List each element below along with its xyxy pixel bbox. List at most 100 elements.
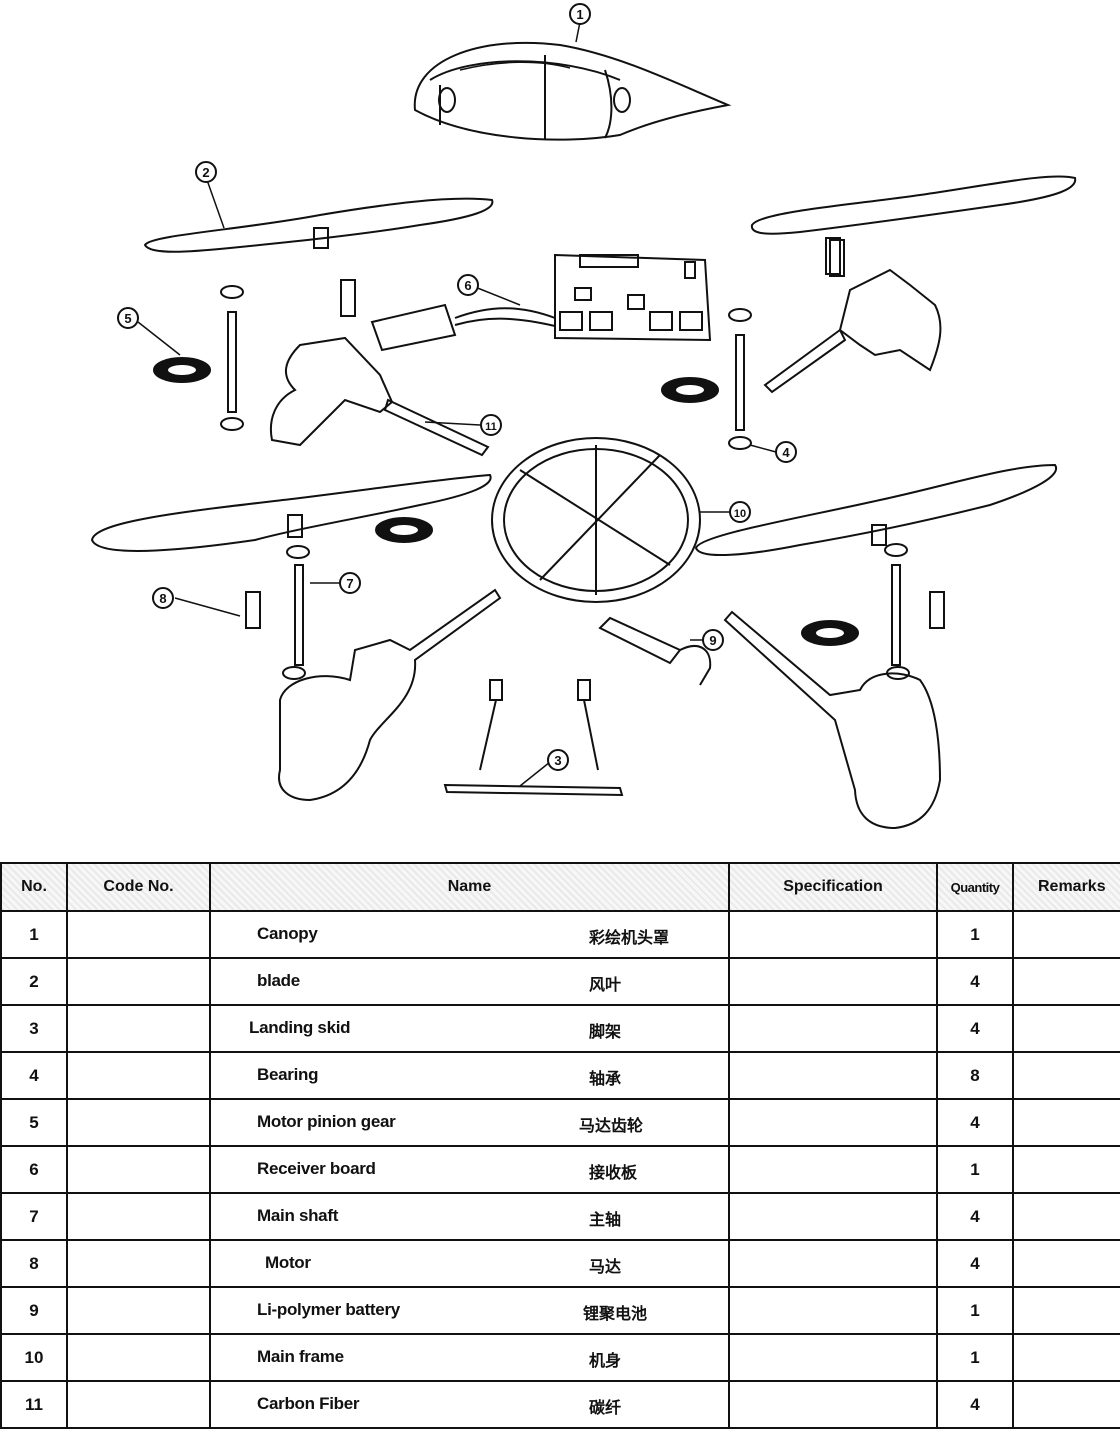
row-no: 4 <box>0 1051 68 1100</box>
row-name: Motor 马达 <box>209 1239 730 1288</box>
row-qty: 1 <box>936 1286 1014 1335</box>
row-remarks <box>1012 1192 1120 1241</box>
header-specification: Specification <box>728 862 938 912</box>
header-quantity: Quantity <box>936 862 1014 912</box>
callout-2: 2 <box>195 161 217 183</box>
row-no: 11 <box>0 1380 68 1429</box>
row-remarks <box>1012 957 1120 1006</box>
svg-text:1: 1 <box>576 7 583 22</box>
name-chinese: 接收板 <box>589 1163 638 1182</box>
row-remarks <box>1012 1051 1120 1100</box>
row-remarks <box>1012 1098 1120 1147</box>
svg-text:4: 4 <box>782 445 790 460</box>
row-name: Canopy 彩绘机头罩 <box>209 910 730 959</box>
row-no: 10 <box>0 1333 68 1382</box>
callout-markers: 1 2 3 4 5 6 7 8 9 10 11 <box>117 3 797 771</box>
row-no: 6 <box>0 1145 68 1194</box>
exploded-parts-diagram: 1 2 3 4 5 6 7 8 9 10 11 <box>90 3 1077 830</box>
table-row: 4 Bearing 轴承 8 <box>0 1051 1120 1100</box>
row-spec <box>728 1192 938 1241</box>
row-no: 5 <box>0 1098 68 1147</box>
row-spec <box>728 1004 938 1053</box>
name-chinese: 彩绘机头罩 <box>589 928 670 947</box>
row-qty: 1 <box>936 1145 1014 1194</box>
row-qty: 4 <box>936 1239 1014 1288</box>
row-spec <box>728 1239 938 1288</box>
callout-10: 10 <box>729 501 751 523</box>
row-code <box>66 1286 211 1335</box>
pinion-gear-drawings <box>153 357 859 646</box>
motor-drawings <box>245 239 945 629</box>
bearing-and-shaft-drawings <box>220 285 910 680</box>
header-no: No. <box>0 862 68 912</box>
row-remarks <box>1012 1286 1120 1335</box>
name-english: Landing skid <box>249 1018 351 1037</box>
row-no: 7 <box>0 1192 68 1241</box>
row-remarks <box>1012 1380 1120 1429</box>
header-remarks: Remarks <box>1012 862 1120 912</box>
name-english: Main shaft <box>257 1206 339 1225</box>
name-chinese: 机身 <box>589 1351 622 1370</box>
name-english: Bearing <box>257 1065 319 1084</box>
svg-text:2: 2 <box>202 165 209 180</box>
name-chinese: 主轴 <box>589 1210 622 1229</box>
name-english: Li-polymer battery <box>257 1300 400 1319</box>
svg-text:9: 9 <box>709 633 716 648</box>
battery-drawing <box>598 616 712 686</box>
row-spec <box>728 1145 938 1194</box>
blade-drawing-top-left <box>143 197 494 253</box>
row-code <box>66 1192 211 1241</box>
main-frame-drawing <box>491 437 701 603</box>
callout-11: 11 <box>480 414 502 436</box>
row-qty: 1 <box>936 1333 1014 1382</box>
row-code <box>66 1380 211 1429</box>
svg-text:6: 6 <box>464 278 471 293</box>
row-remarks <box>1012 1004 1120 1053</box>
name-english: Motor <box>265 1253 311 1272</box>
row-remarks <box>1012 1333 1120 1382</box>
blade-drawing-lower-left <box>90 473 492 552</box>
svg-text:11: 11 <box>485 421 497 433</box>
row-code <box>66 1004 211 1053</box>
motor-mount-drawings <box>270 268 942 830</box>
row-qty: 4 <box>936 1192 1014 1241</box>
callout-8: 8 <box>152 587 174 609</box>
row-spec <box>728 1333 938 1382</box>
row-code <box>66 957 211 1006</box>
header-code-no: Code No. <box>66 862 211 912</box>
row-remarks <box>1012 910 1120 959</box>
row-code <box>66 1051 211 1100</box>
name-english: Receiver board <box>257 1159 376 1178</box>
row-qty: 4 <box>936 957 1014 1006</box>
row-qty: 8 <box>936 1051 1014 1100</box>
name-english: Carbon Fiber <box>257 1394 360 1413</box>
name-english: Canopy <box>257 924 318 943</box>
row-remarks <box>1012 1145 1120 1194</box>
svg-text:3: 3 <box>554 753 561 768</box>
row-code <box>66 1333 211 1382</box>
name-chinese: 风叶 <box>589 975 622 994</box>
row-spec <box>728 1380 938 1429</box>
header-name: Name <box>209 862 730 912</box>
receiver-board-drawing <box>370 253 712 352</box>
blade-drawing-lower-right <box>694 463 1058 556</box>
callout-9: 9 <box>702 629 724 651</box>
row-code <box>66 1098 211 1147</box>
blade-drawing-top-right <box>750 175 1077 275</box>
callout-6: 6 <box>457 274 479 296</box>
name-chinese: 轴承 <box>589 1069 622 1088</box>
callout-3: 3 <box>547 749 569 771</box>
name-chinese: 马达 <box>589 1257 622 1276</box>
row-name: Main shaft 主轴 <box>209 1192 730 1241</box>
row-qty: 1 <box>936 910 1014 959</box>
name-chinese: 碳纤 <box>589 1398 622 1417</box>
row-remarks <box>1012 1239 1120 1288</box>
